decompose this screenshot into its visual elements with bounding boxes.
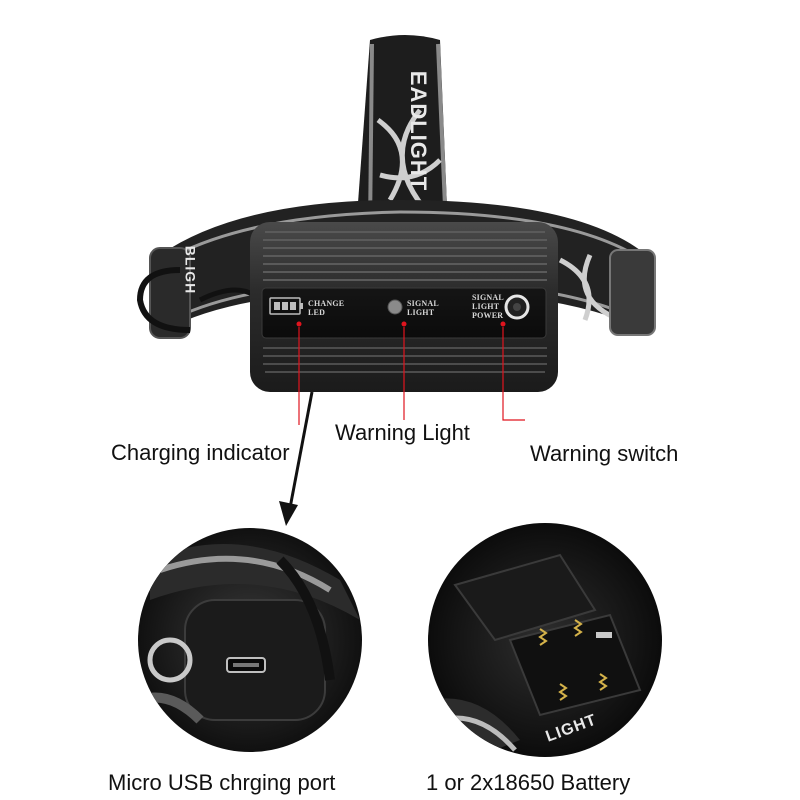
panel-label-signal-light-power: SIGNAL LIGHT POWER <box>472 293 504 320</box>
callout-warning-light: Warning Light <box>335 420 470 445</box>
strap-print-side: BLIGH <box>182 245 199 295</box>
callout-charging-indicator: Charging indicator <box>111 440 290 465</box>
caption-battery: 1 or 2x18650 Battery <box>426 770 631 795</box>
warning-switch-dot <box>500 321 506 327</box>
strap-print-top: EADLIGHT <box>406 70 432 192</box>
callout-lines <box>298 327 525 425</box>
battery-level-icon <box>269 297 303 315</box>
battery-housing <box>250 222 558 392</box>
usb-port-detail <box>138 528 362 752</box>
arrow-to-usb-detail <box>279 391 314 526</box>
warning-light-dot <box>401 321 407 327</box>
signal-power-button[interactable] <box>504 294 530 320</box>
battery-compartment-detail <box>428 523 662 757</box>
caption-usb-port: Micro USB chrging port <box>108 770 336 795</box>
charging-indicator-dot <box>296 321 302 327</box>
signal-light-lens <box>387 299 403 315</box>
panel-label-signal-light: SIGNAL LIGHT <box>407 299 439 317</box>
callout-warning-switch: Warning switch <box>530 441 679 466</box>
panel-label-change-led: CHANGE LED <box>308 299 345 317</box>
